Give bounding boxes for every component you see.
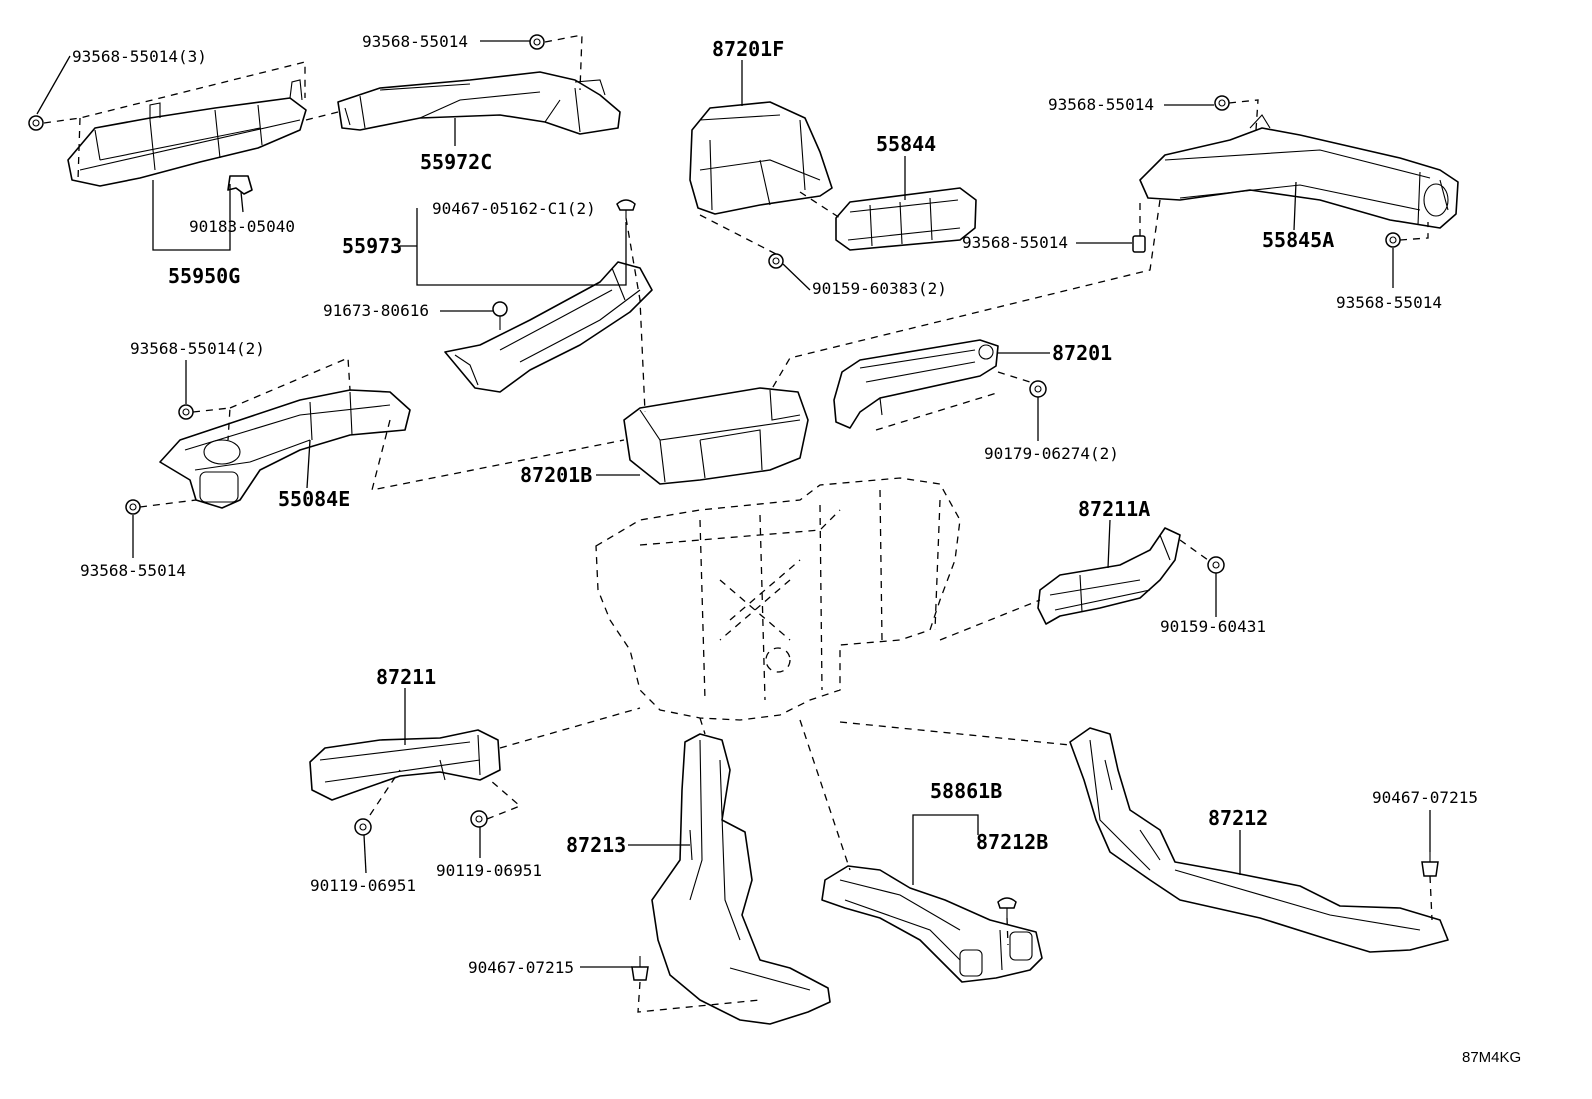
callout-87211a: 87211A [1078, 497, 1150, 521]
callout-87211: 87211 [376, 665, 436, 689]
part-87201-register [833, 339, 999, 429]
callout-93568-55014-r2: 93568-55014 [962, 233, 1068, 252]
callout-93568-55014-r1: 93568-55014 [1048, 95, 1154, 114]
callout-87201: 87201 [1052, 341, 1112, 365]
callout-90119-06951-b: 90119-06951 [436, 861, 542, 880]
callout-87201b: 87201B [520, 463, 592, 487]
callout-55844: 55844 [876, 132, 936, 156]
screw-90159-60383 [768, 253, 784, 269]
bolt-90119-06951-b [470, 810, 488, 828]
part-55972c-duct [337, 71, 621, 135]
bolt-93568-55014-a [28, 115, 44, 131]
callout-90159-60431: 90159-60431 [1160, 617, 1266, 636]
clip-90183-05040 [227, 175, 253, 195]
clip-90467-07215-a [631, 956, 649, 981]
part-55845a-duct [1139, 114, 1459, 229]
callouts: 93568-55014(3) 93568-55014 55972C 90183-… [72, 32, 1521, 1066]
callout-93568-55014-r3: 93568-55014 [1336, 293, 1442, 312]
callout-55084e: 55084E [278, 487, 350, 511]
bolt-93568-55014-g [125, 499, 141, 515]
hvac-unit [595, 477, 961, 721]
part-87201f-case [689, 101, 833, 215]
assembly-lines [43, 34, 1433, 1013]
leader-lines [36, 40, 1431, 968]
part-55084e-duct [159, 389, 411, 509]
callout-90467-05162-c1: 90467-05162-C1(2) [432, 199, 596, 218]
part-87211a-duct [1037, 527, 1181, 625]
callout-90179-06274-2: 90179-06274(2) [984, 444, 1119, 463]
bolt-93568-55014-e [1385, 232, 1401, 248]
part-58861b-duct [821, 865, 1043, 983]
callout-55950g: 55950G [168, 264, 240, 288]
clip-87212b [997, 897, 1017, 918]
part-55844-grille [835, 187, 977, 251]
bolt-93568-55014-b [529, 34, 545, 50]
callout-93568-55014-2: 93568-55014(2) [130, 339, 265, 358]
bolt-93568-55014-d [1132, 235, 1146, 253]
part-55973-duct [444, 261, 653, 393]
callout-90183-05040: 90183-05040 [189, 217, 295, 236]
part-87211-duct [309, 729, 501, 801]
callout-90119-06951-a: 90119-06951 [310, 876, 416, 895]
part-87213-duct [651, 733, 831, 1025]
diagram-code: 87M4KG [1462, 1049, 1521, 1066]
part-87201b-case [623, 387, 809, 485]
screw-90159-60431 [1207, 556, 1225, 574]
bolt-93568-55014-c [1214, 95, 1230, 111]
callout-87213: 87213 [566, 833, 626, 857]
callout-87212: 87212 [1208, 806, 1268, 830]
callout-93568-55014-l: 93568-55014 [80, 561, 186, 580]
callout-55972c: 55972C [420, 150, 492, 174]
callout-58861b: 58861B [930, 779, 1002, 803]
callout-90467-07215-a: 90467-07215 [468, 958, 574, 977]
callout-87212b: 87212B [976, 830, 1048, 854]
callout-93568-55014-3: 93568-55014(3) [72, 47, 207, 66]
bolt-93568-55014-f [178, 404, 194, 420]
callout-91673-80616: 91673-80616 [323, 301, 429, 320]
callout-93568-55014-top: 93568-55014 [362, 32, 468, 51]
clip-90467-05162-c1 [616, 199, 636, 218]
callout-87201f: 87201F [712, 37, 784, 61]
callout-55973: 55973 [342, 234, 402, 258]
clip-90467-07215-b [1421, 852, 1439, 877]
nut-90179-06274 [1029, 380, 1047, 398]
bolt-91673-80616 [492, 301, 508, 330]
callout-90467-07215-b: 90467-07215 [1372, 788, 1478, 807]
callout-90159-60383-2: 90159-60383(2) [812, 279, 947, 298]
part-55950g-duct [67, 79, 307, 187]
bolt-90119-06951-a [354, 818, 372, 836]
callout-55845a: 55845A [1262, 228, 1334, 252]
part-87212-duct [1069, 727, 1449, 953]
